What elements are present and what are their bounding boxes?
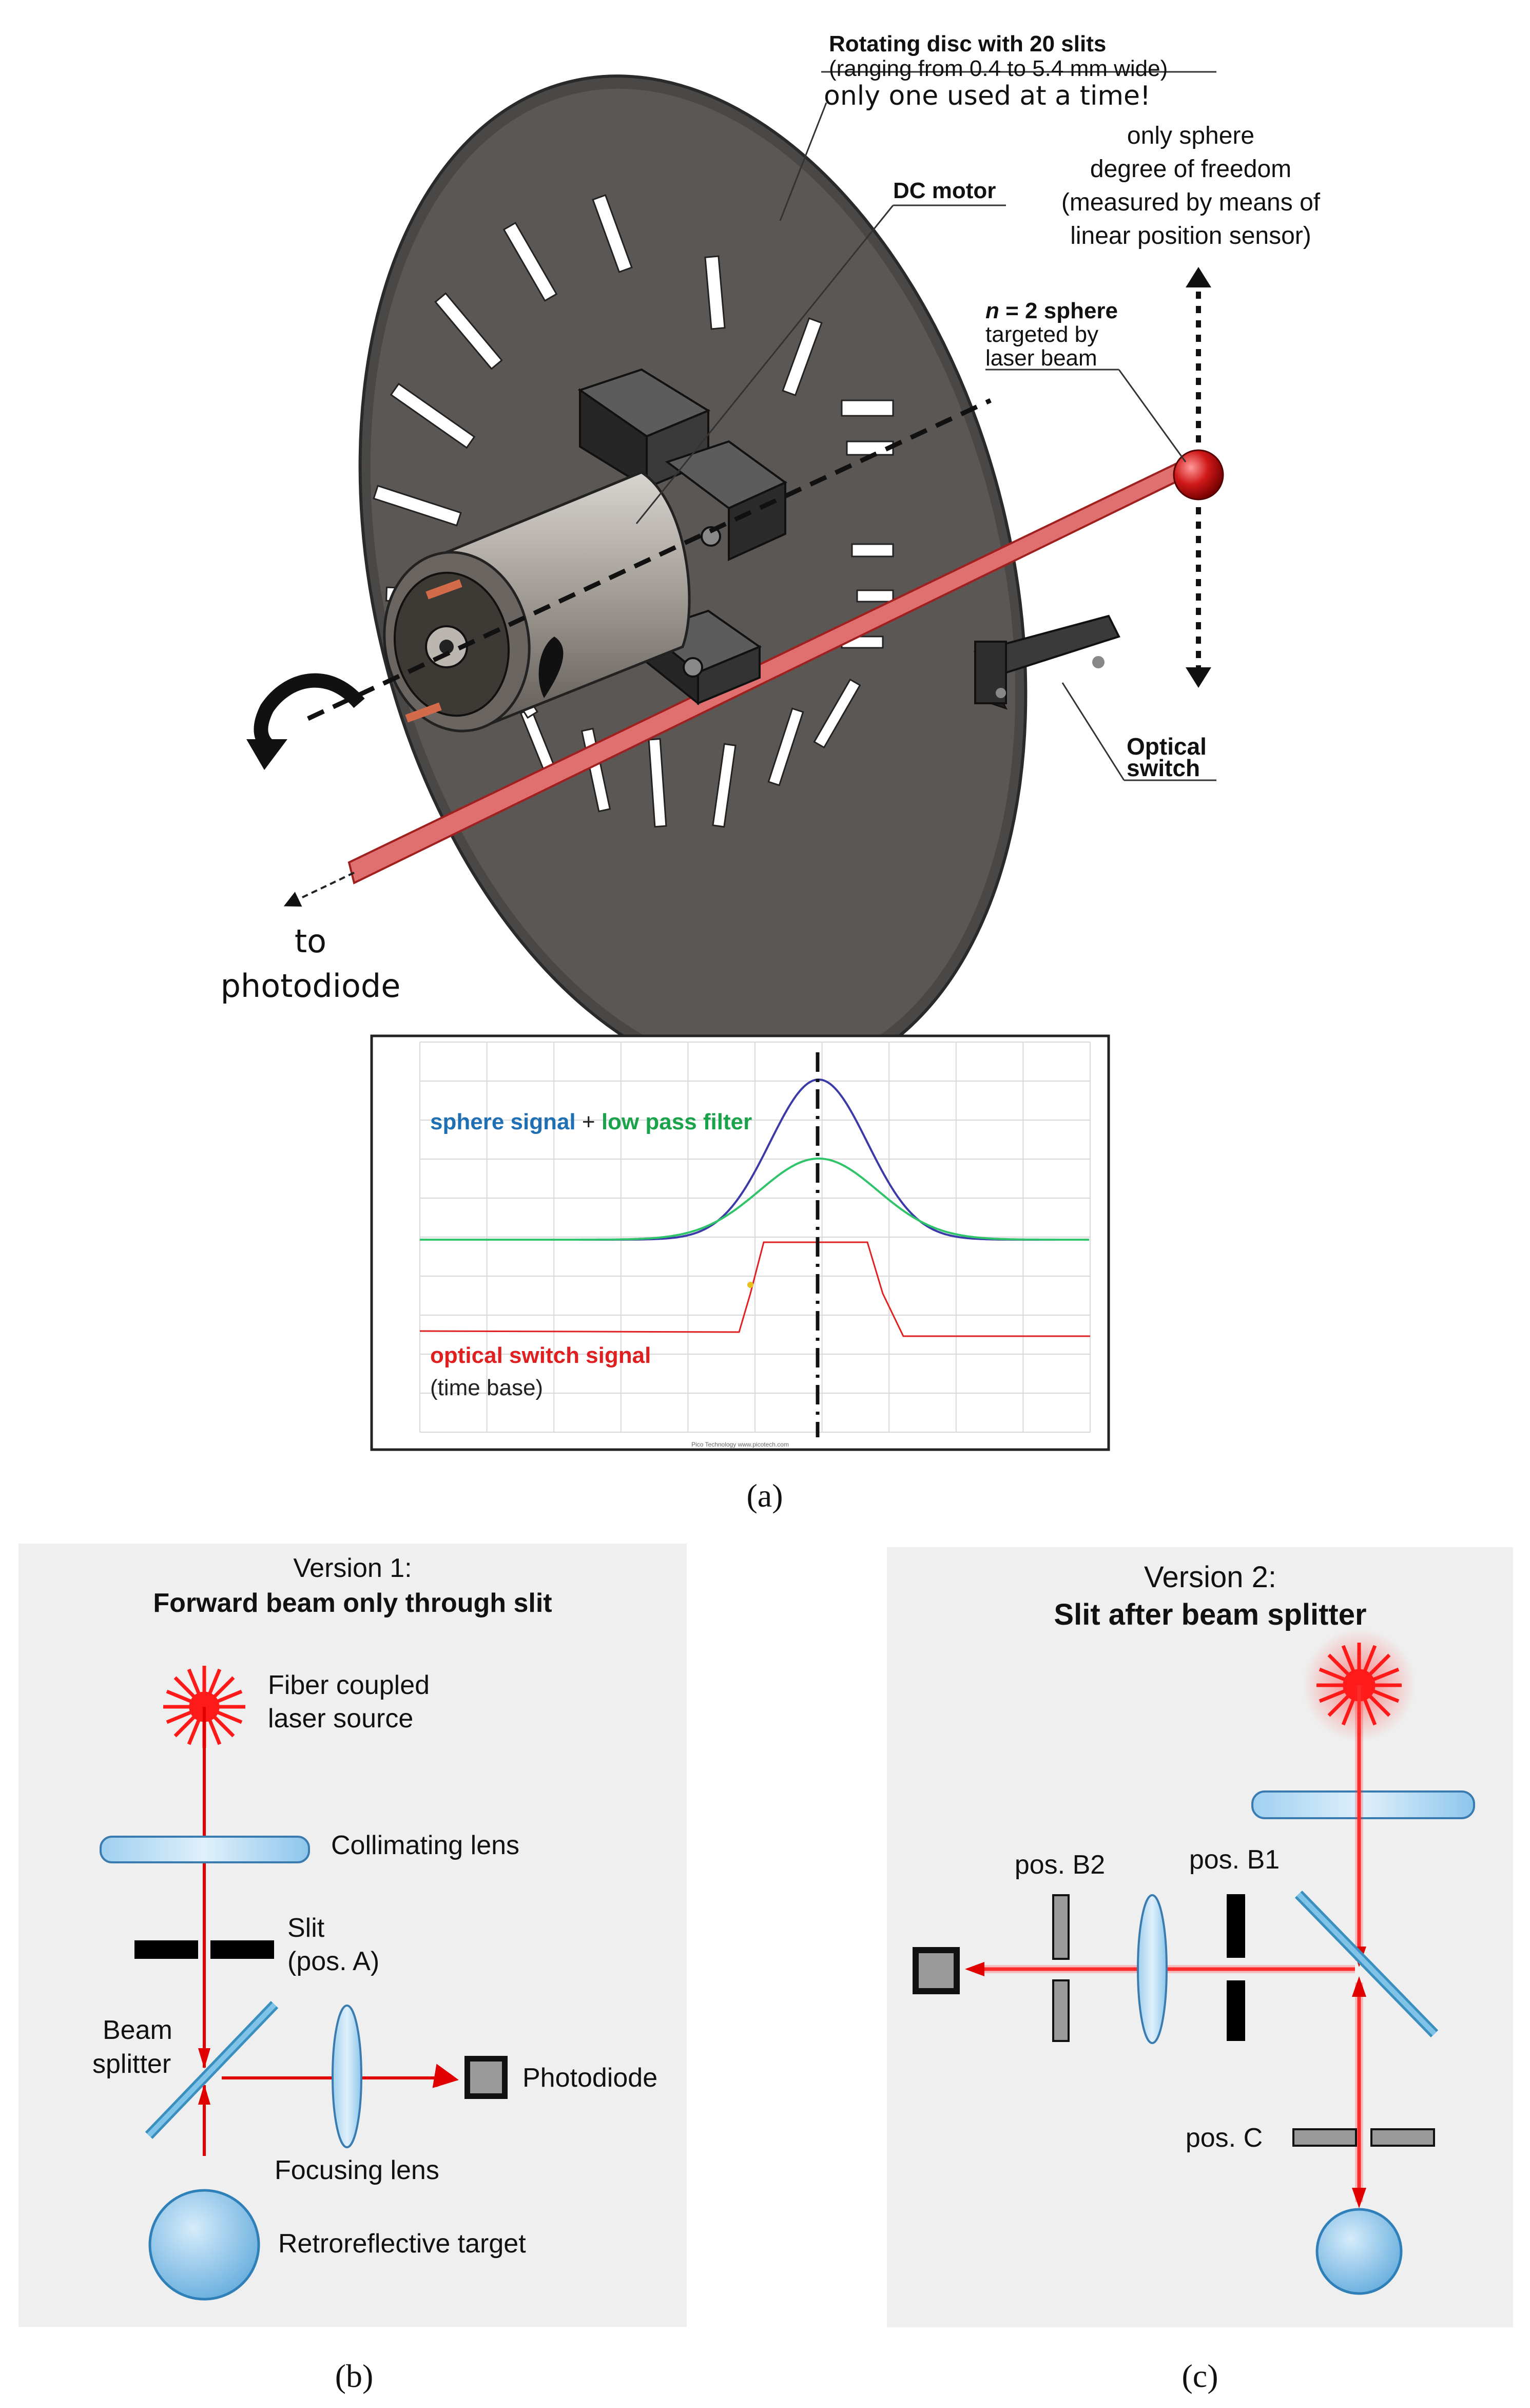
panel-c-title-2: Slit after beam splitter bbox=[1054, 1598, 1366, 1631]
disc-label-range: (ranging from 0.4 to 5.4 mm wide) bbox=[829, 56, 1168, 81]
collimating-lens-label: Collimating lens bbox=[331, 1831, 519, 1860]
slit-label: Slit bbox=[287, 1913, 325, 1943]
laser-label-1: Fiber coupled bbox=[268, 1670, 430, 1700]
disc-label-title: Rotating disc with 20 slits bbox=[829, 31, 1106, 56]
beam-splitter-label-2: splitter bbox=[92, 2049, 171, 2079]
low-pass-trace bbox=[420, 1157, 1089, 1241]
scope-footer: Pico Technology www.picotech.com bbox=[691, 1441, 789, 1448]
dof-label-line-2: degree of freedom bbox=[1090, 156, 1291, 183]
rotation-axis bbox=[307, 398, 992, 721]
slit-pos-label: (pos. A) bbox=[287, 1947, 379, 1976]
optical-switch-signal-label: optical switch signal bbox=[430, 1343, 651, 1368]
photodiode-label: photodiode bbox=[221, 967, 401, 1005]
cad-illustration: Rotating disc with 20 slits (ranging fro… bbox=[221, 31, 1321, 1086]
slit-b2-top-icon bbox=[1052, 1894, 1070, 1960]
retroreflective-label: Retroreflective target bbox=[278, 2229, 526, 2259]
time-base-label: (time base) bbox=[430, 1375, 543, 1400]
slit-c-left-icon bbox=[1292, 2128, 1357, 2147]
panel-b: Version 1: Forward beam only through sli… bbox=[18, 1544, 687, 2327]
disc-label-note: only one used at a time! bbox=[824, 81, 1151, 111]
slit-b1-bottom-icon bbox=[1227, 1980, 1245, 2041]
retroreflective-target-icon bbox=[148, 2189, 260, 2301]
pos-b1-label: pos. B1 bbox=[1189, 1845, 1280, 1875]
focusing-lens-icon-c bbox=[1137, 1894, 1168, 2044]
rotation-arrow-icon bbox=[254, 673, 365, 749]
rotating-disc bbox=[358, 74, 1028, 1086]
slit-left-icon bbox=[134, 1940, 198, 1959]
slit-b2-bottom-icon bbox=[1052, 1979, 1070, 2042]
dof-label-line-1: only sphere bbox=[1127, 122, 1254, 149]
pos-c-label: pos. C bbox=[1186, 2123, 1263, 2153]
laser-label-2: laser source bbox=[268, 1704, 413, 1733]
optical-switch-label-2: switch bbox=[1127, 755, 1200, 781]
dof-label-line-4: linear position sensor) bbox=[1070, 222, 1311, 249]
trigger-marker bbox=[747, 1282, 753, 1288]
scope-legend-line-1: sphere signal + low pass filter bbox=[430, 1109, 752, 1134]
dof-label-line-3: (measured by means of bbox=[1061, 189, 1321, 216]
focusing-lens-label: Focusing lens bbox=[275, 2155, 439, 2185]
panel-c-title-1: Version 2: bbox=[1144, 1561, 1276, 1594]
retroreflective-target-icon-c bbox=[1315, 2208, 1403, 2295]
focusing-lens-icon bbox=[332, 2005, 362, 2148]
dc-motor-body bbox=[383, 471, 691, 733]
panel-c: Version 2: Slit after beam splitter bbox=[887, 1547, 1513, 2327]
sphere-label-line-1: n = 2 sphere bbox=[985, 298, 1118, 323]
dc-motor-label: DC motor bbox=[893, 178, 996, 203]
panel-b-title-2: Forward beam only through slit bbox=[153, 1588, 552, 1618]
photodiode-label-b: Photodiode bbox=[522, 2063, 657, 2093]
beam-splitter-label-1: Beam bbox=[103, 2015, 172, 2045]
slit-b1-top-icon bbox=[1227, 1894, 1245, 1958]
oscilloscope-plot: sphere signal + low pass filter optical … bbox=[370, 1034, 1110, 1451]
optical-switch-part bbox=[973, 614, 1120, 710]
panel-c-label: (c) bbox=[1182, 2358, 1218, 2394]
sphere-label-line-2: targeted by bbox=[985, 322, 1098, 347]
optical-switch-trace bbox=[419, 1241, 1090, 1337]
collimating-lens-icon bbox=[100, 1836, 310, 1863]
panel-b-label: (b) bbox=[335, 2358, 374, 2394]
scope-grid bbox=[419, 1042, 1091, 1433]
panel-b-title-1: Version 1: bbox=[293, 1553, 412, 1583]
collimating-lens-icon-c bbox=[1251, 1790, 1475, 1819]
panel-a-label: (a) bbox=[746, 1477, 783, 1514]
pos-b2-label: pos. B2 bbox=[1015, 1850, 1105, 1880]
slit-right-icon bbox=[210, 1940, 274, 1959]
optical-switch-label-1: Optical bbox=[1127, 733, 1207, 760]
slit-c-right-icon bbox=[1370, 2128, 1435, 2147]
sphere-label-line-3: laser beam bbox=[985, 345, 1097, 371]
to-label: to bbox=[295, 922, 326, 960]
sphere-icon bbox=[1173, 449, 1224, 500]
